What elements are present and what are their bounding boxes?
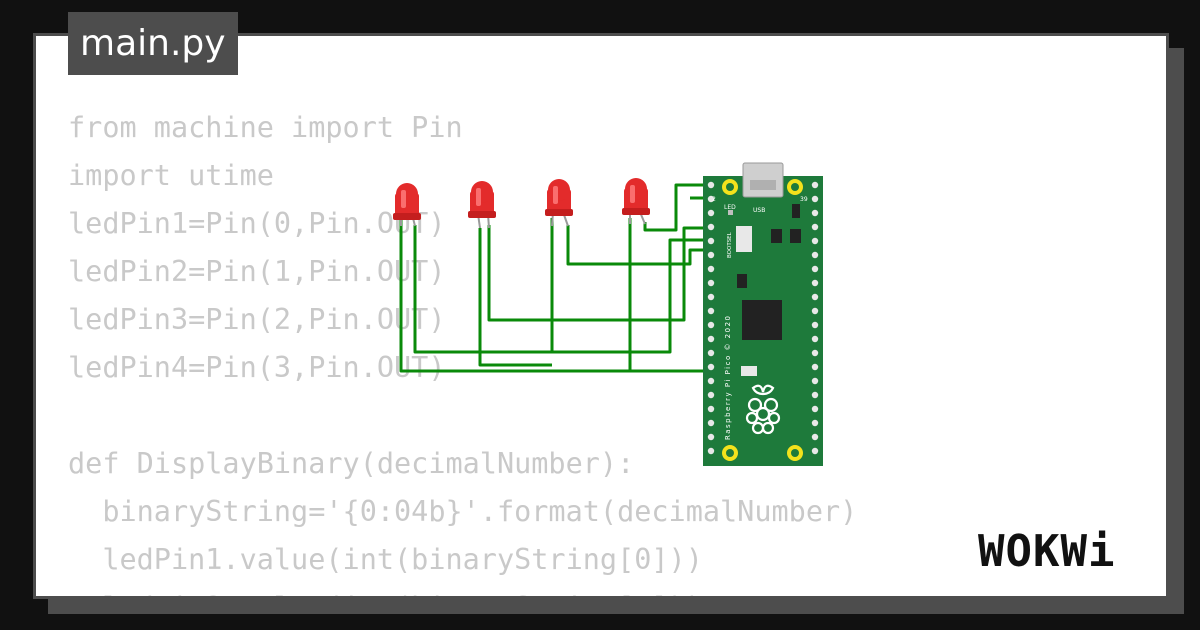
wire-led3-b[interactable] <box>566 225 710 266</box>
raspberry-logo <box>745 384 781 435</box>
wokwi-logo[interactable]: WOKWi <box>978 528 1115 576</box>
led-indicator <box>728 210 733 215</box>
pin-pad[interactable] <box>811 391 819 399</box>
pin-label-left: 2 <box>712 196 716 203</box>
code-line: import utime <box>68 159 274 192</box>
pin-pad[interactable] <box>707 209 715 217</box>
led-3[interactable] <box>545 179 573 227</box>
usb-label: USB <box>753 207 765 214</box>
code-line: ledPin4=Pin(3,Pin.OUT) <box>68 351 446 384</box>
board-name: Raspberry Pi Pico © 2020 <box>724 315 732 441</box>
pin-header-left <box>707 181 715 455</box>
wire-led1[interactable] <box>399 220 710 373</box>
pin-header-right <box>811 181 819 455</box>
pin-pad[interactable] <box>811 335 819 343</box>
pin-pad[interactable] <box>811 363 819 371</box>
file-tab-label: main.py <box>80 23 226 64</box>
pin-pad[interactable] <box>707 251 715 259</box>
code-line: binaryString='{0:04b}'.format(decimalNum… <box>68 495 858 528</box>
pin-pad[interactable] <box>811 293 819 301</box>
pin-pad[interactable] <box>811 405 819 413</box>
pin-pad[interactable] <box>811 377 819 385</box>
led-1[interactable] <box>393 183 421 227</box>
code-line: def DisplayBinary(decimalNumber): <box>68 447 635 480</box>
pin-pad[interactable] <box>707 377 715 385</box>
wokwi-logo-text: WOKWi <box>978 526 1116 577</box>
pin-pad[interactable] <box>707 195 715 203</box>
code-line: ledPin3=Pin(2,Pin.OUT) <box>68 303 446 336</box>
code-line: ledPin2=Pin(1,Pin.OUT) <box>68 255 446 288</box>
pin-pad[interactable] <box>707 223 715 231</box>
pin-pad[interactable] <box>811 209 819 217</box>
pin-pad[interactable] <box>811 433 819 441</box>
bootsel-button[interactable] <box>736 226 752 252</box>
code-line: from machine import Pin <box>68 111 463 144</box>
wires <box>399 183 710 373</box>
pin-pad[interactable] <box>707 363 715 371</box>
pin-pad[interactable] <box>707 279 715 287</box>
pin-pad[interactable] <box>707 433 715 441</box>
rp2040-chip <box>742 300 782 340</box>
pin-pad[interactable] <box>811 419 819 427</box>
pin-pad[interactable] <box>811 307 819 315</box>
pin-pad[interactable] <box>707 419 715 427</box>
pin-pad[interactable] <box>811 195 819 203</box>
pin-pad[interactable] <box>811 237 819 245</box>
pin-pad[interactable] <box>707 391 715 399</box>
wire-led1-b[interactable] <box>413 225 710 354</box>
pin-pad[interactable] <box>707 349 715 357</box>
pin-pad[interactable] <box>811 181 819 189</box>
code-card: from machine import Pin import utime ledPi… <box>33 33 1169 599</box>
pin-pad[interactable] <box>707 237 715 245</box>
pin-pad[interactable] <box>811 321 819 329</box>
code-line: ledPin2.value(int(binaryString[1])) <box>68 584 857 596</box>
led-2[interactable] <box>468 181 496 229</box>
pin-pad[interactable] <box>707 307 715 315</box>
pin-pad[interactable] <box>707 335 715 343</box>
pin-pad[interactable] <box>811 223 819 231</box>
bootsel-label: BOOTSEL <box>727 231 733 258</box>
pin-pad[interactable] <box>811 279 819 287</box>
pin-pad[interactable] <box>707 321 715 329</box>
led-4[interactable] <box>622 178 650 225</box>
pin-pad[interactable] <box>811 447 819 455</box>
code-line: ledPin1.value(int(binaryString[0])) <box>68 543 703 576</box>
pin-pad[interactable] <box>707 447 715 455</box>
pin-pad[interactable] <box>811 265 819 273</box>
wire-led4-b[interactable] <box>643 183 710 232</box>
pin-label-right: 39 <box>800 196 808 203</box>
pin-pad[interactable] <box>707 405 715 413</box>
wire-led2-b[interactable] <box>478 228 552 367</box>
code-line: ledPin1=Pin(0,Pin.OUT) <box>68 207 446 240</box>
code-block: from machine import Pin import utime ledPi… <box>68 104 858 596</box>
pin-pad[interactable] <box>707 265 715 273</box>
wire-led2[interactable] <box>487 225 710 322</box>
pin-pad[interactable] <box>811 349 819 357</box>
pin-pad[interactable] <box>707 293 715 301</box>
file-tab[interactable]: main.py <box>68 12 238 75</box>
pico-board[interactable]: LED USB 2 39 BOOTSEL Raspberry Pi Pico ©… <box>703 162 823 466</box>
led-label: LED <box>724 204 736 211</box>
pin-pad[interactable] <box>811 251 819 259</box>
flash-chip <box>737 274 747 288</box>
pin-pad[interactable] <box>707 181 715 189</box>
